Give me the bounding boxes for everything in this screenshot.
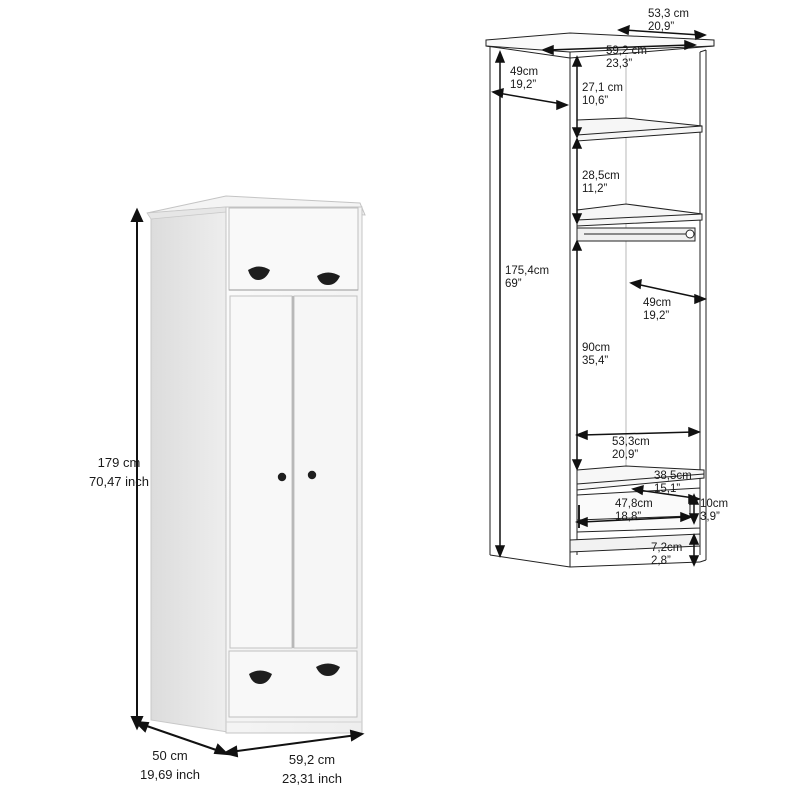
schematic-dimension-lines — [491, 24, 708, 567]
width-dimension-line — [229, 734, 358, 753]
height-inch: 70,47 inch — [89, 473, 149, 489]
top-drawer-right-handle — [317, 272, 340, 285]
depth-inch: 19,69 inch — [140, 766, 200, 782]
height-cm: 179 cm — [97, 455, 141, 470]
right-door-knob — [307, 470, 317, 480]
top-width-label: 59,2 cm 23,3” — [606, 45, 647, 70]
hanging-height-label: 90cm 35,4” — [582, 342, 611, 367]
bottom-drawer-left-handle — [249, 670, 272, 684]
wardrobe-illustration — [146, 195, 366, 734]
top-drawer-left-handle — [248, 266, 270, 280]
depth-label: 50 cm 19,69 inch — [120, 748, 220, 782]
right-door — [293, 295, 358, 649]
width-label: 59,2 cm 23,31 inch — [262, 752, 362, 786]
depth-dimension-line — [140, 723, 223, 753]
schematic-base — [569, 533, 701, 553]
left-door-knob — [277, 472, 287, 482]
drawer-width-label: 47,8cm 18,8” — [615, 498, 653, 523]
base-height-label: 7,2cm 2,8” — [651, 542, 683, 567]
hanging-depth-label: 49cm 19,2” — [643, 297, 672, 322]
side-depth-label: 49cm 19,2” — [510, 66, 539, 91]
bottom-drawer-right-handle — [316, 663, 340, 676]
drawer-height-label: 10cm 3,9” — [700, 498, 729, 523]
inner-height-label: 175,4cm 69” — [505, 265, 550, 290]
shelf-1 — [576, 117, 703, 142]
left-door — [229, 295, 293, 649]
second-shelf-label: 28,5cm 11,2” — [582, 170, 620, 195]
width-inch: 23,31 inch — [282, 770, 342, 786]
width-cm: 59,2 cm — [288, 752, 336, 767]
top-depth-label: 53,3 cm 20,9” — [648, 8, 689, 33]
height-label: 179 cm 70,47 inch — [74, 455, 164, 489]
photo-dimension-lines — [130, 207, 365, 758]
drawer-depth-label: 38,5cm 15,1” — [654, 470, 692, 495]
inner-width-label: 53,3cm 20,9” — [612, 436, 650, 461]
bottom-drawer — [228, 650, 358, 718]
depth-cm: 50 cm — [152, 748, 188, 763]
upper-shelf-label: 27,1 cm 10,6” — [582, 82, 623, 107]
